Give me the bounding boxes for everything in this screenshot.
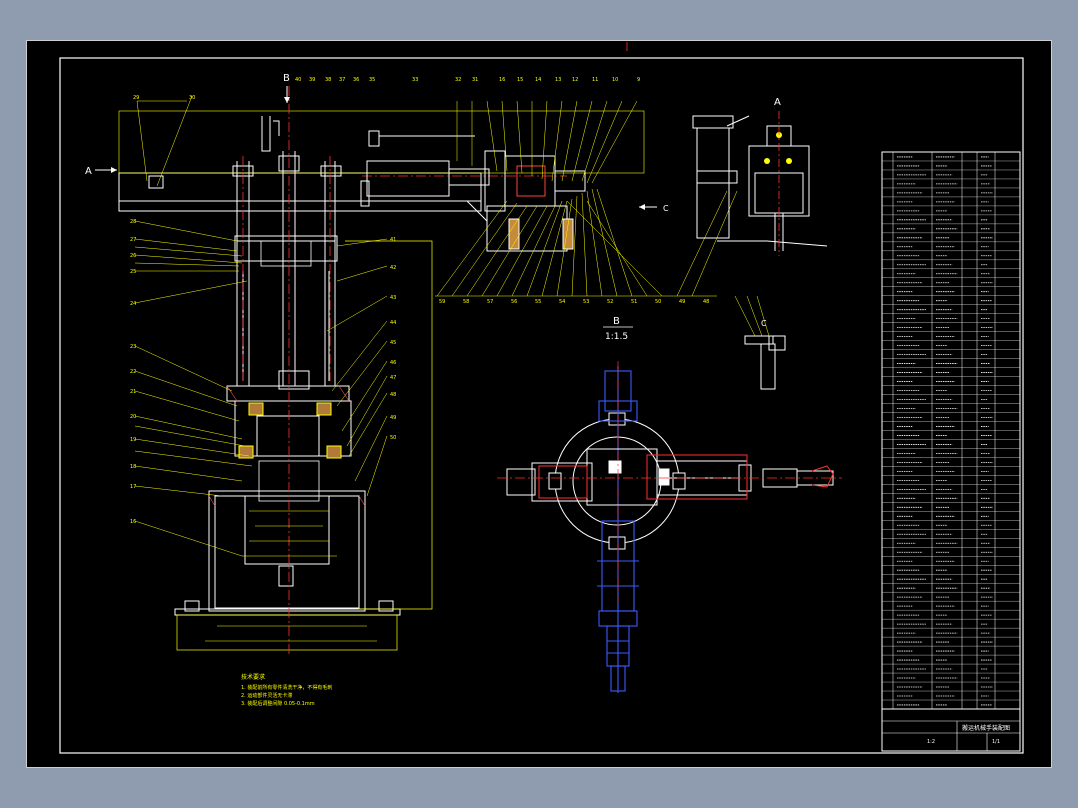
svg-text:52: 52 — [607, 299, 613, 305]
svg-text:54: 54 — [559, 299, 565, 305]
view-a — [692, 115, 828, 251]
svg-text:51: 51 — [631, 299, 637, 305]
base-housing — [208, 490, 366, 612]
title-block-name: 搬运机械手装配图 — [962, 724, 1010, 732]
svg-text:22: 22 — [130, 369, 136, 375]
horizontal-cylinder — [366, 160, 450, 197]
svg-text:14: 14 — [535, 77, 541, 83]
svg-text:10: 10 — [612, 77, 618, 83]
svg-text:33: 33 — [412, 77, 418, 83]
svg-text:44: 44 — [390, 320, 396, 326]
section-b-view: B 1:1.5 — [497, 316, 842, 693]
title-block-scale: 1:2 — [927, 739, 935, 745]
svg-text:49: 49 — [390, 415, 396, 421]
svg-text:48: 48 — [390, 392, 396, 398]
main-elevation-view — [118, 110, 645, 651]
center-lines — [242, 42, 628, 656]
svg-text:17: 17 — [130, 484, 136, 490]
notes-line-1: 1. 装配前所有零件清洗干净，不得有毛刺 — [241, 684, 332, 691]
svg-text:50: 50 — [390, 435, 396, 441]
svg-text:49: 49 — [679, 299, 685, 305]
svg-text:21: 21 — [130, 389, 136, 395]
view-c-title: C — [761, 319, 767, 328]
lift-cylinder — [236, 240, 336, 387]
svg-text:16: 16 — [499, 77, 505, 83]
svg-text:30: 30 — [189, 95, 195, 101]
svg-text:18: 18 — [130, 464, 136, 470]
svg-text:24: 24 — [130, 301, 136, 307]
svg-text:59: 59 — [439, 299, 445, 305]
technical-notes: 技术要求 1. 装配前所有零件清洗干净，不得有毛刺 2. 运动部件灵活无卡滞 3… — [241, 673, 332, 707]
view-label-a-main: A — [85, 166, 92, 177]
svg-text:43: 43 — [390, 295, 396, 301]
view-markers — [95, 86, 657, 210]
svg-text:13: 13 — [555, 77, 561, 83]
leader-lines-top — [435, 100, 738, 297]
notes-line-3: 3. 装配后调整间隙 0.05-0.1mm — [241, 700, 315, 707]
view-label-b-main: B — [283, 73, 290, 84]
view-b-title: B — [613, 316, 620, 327]
svg-text:26: 26 — [130, 253, 136, 259]
inner-border — [59, 57, 1024, 754]
svg-text:20: 20 — [130, 414, 136, 420]
svg-text:28: 28 — [130, 219, 136, 225]
svg-text:23: 23 — [130, 344, 136, 350]
beam-leader-box — [118, 110, 645, 174]
view-a-title: A — [774, 97, 781, 108]
svg-text:37: 37 — [339, 77, 345, 83]
svg-text:57: 57 — [487, 299, 493, 305]
notes-line-2: 2. 运动部件灵活无卡滞 — [241, 692, 292, 699]
svg-text:35: 35 — [369, 77, 375, 83]
parts-list-table — [881, 151, 1021, 710]
leader-lines-left — [134, 95, 388, 557]
view-label-c-arrow: C — [663, 204, 669, 213]
svg-text:27: 27 — [130, 237, 136, 243]
svg-text:50: 50 — [655, 299, 661, 305]
svg-text:42: 42 — [390, 265, 396, 271]
svg-text:41: 41 — [390, 237, 396, 243]
svg-text:12: 12 — [572, 77, 578, 83]
svg-text:48: 48 — [703, 299, 709, 305]
svg-text:19: 19 — [130, 437, 136, 443]
svg-text:58: 58 — [463, 299, 469, 305]
title-block-sheet: 1/1 — [992, 739, 1000, 745]
svg-text:31: 31 — [472, 77, 478, 83]
svg-text:46: 46 — [390, 360, 396, 366]
horizontal-arm-assembly — [360, 130, 586, 252]
notes-heading: 技术要求 — [241, 673, 265, 681]
svg-text:55: 55 — [535, 299, 541, 305]
column-dimensions — [205, 510, 377, 642]
svg-text:53: 53 — [583, 299, 589, 305]
view-c — [734, 295, 786, 390]
svg-text:40: 40 — [295, 77, 301, 83]
svg-text:9: 9 — [637, 77, 640, 83]
svg-text:11: 11 — [592, 77, 598, 83]
svg-text:39: 39 — [309, 77, 315, 83]
svg-text:25: 25 — [130, 269, 136, 275]
middle-flange — [226, 385, 350, 402]
svg-text:38: 38 — [325, 77, 331, 83]
svg-text:29: 29 — [133, 95, 139, 101]
svg-text:32: 32 — [455, 77, 461, 83]
svg-text:45: 45 — [390, 340, 396, 346]
view-b-scale: 1:1.5 — [605, 332, 628, 342]
svg-text:36: 36 — [353, 77, 359, 83]
svg-text:16: 16 — [130, 519, 136, 525]
svg-text:56: 56 — [511, 299, 517, 305]
svg-text:15: 15 — [517, 77, 523, 83]
title-block: 搬运机械手装配图 1:2 1/1 — [881, 708, 1021, 752]
arm-beam — [118, 172, 482, 212]
svg-text:47: 47 — [390, 375, 396, 381]
